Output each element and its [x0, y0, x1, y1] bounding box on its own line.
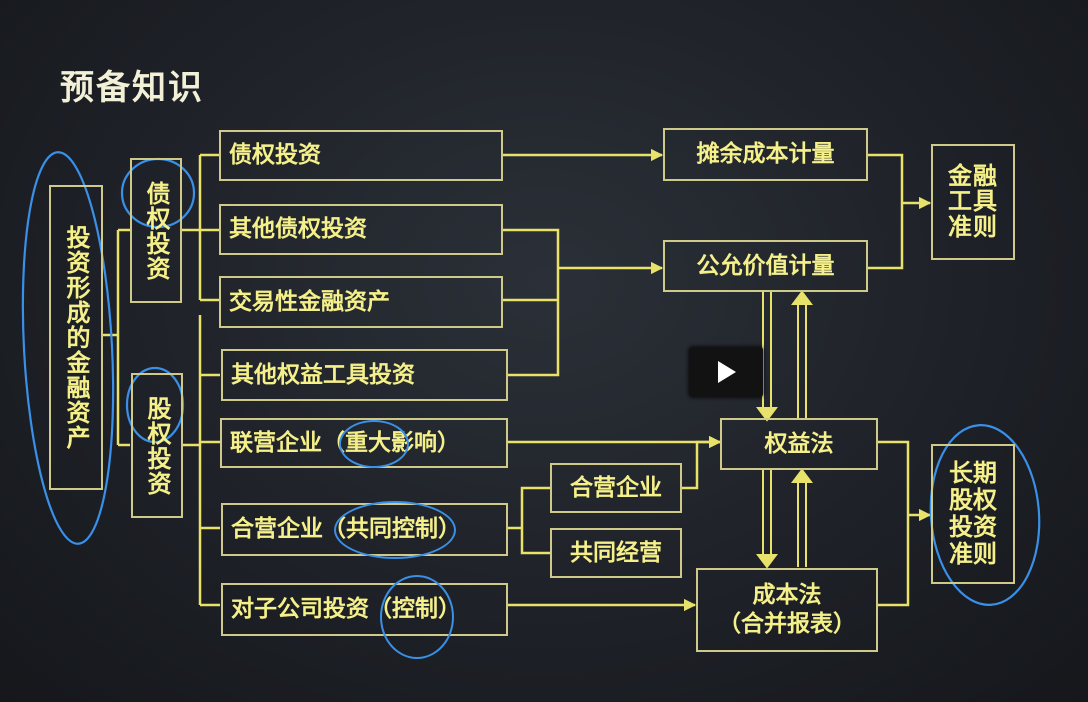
annotation-oval-root — [21, 151, 115, 545]
debt-category-node: 债权投资 — [130, 158, 182, 303]
arrow-equity-to-cost — [762, 470, 772, 557]
trading-asset-node: 交易性金融资产 — [219, 276, 503, 328]
other-equity-instrument-node: 其他权益工具投资 — [221, 349, 508, 401]
associate-prefix: 联营企业（ — [230, 429, 345, 456]
equity-category-label: 股权投资 — [143, 395, 171, 496]
associate-highlight: 重大影响 — [339, 419, 437, 468]
arrow-cost-to-equity — [797, 480, 807, 567]
other-bond-investment-label: 其他债权投资 — [229, 216, 367, 243]
fair-value-label: 公允价值计量 — [696, 252, 835, 279]
connector-to-fin-standard — [868, 153, 930, 270]
connector-joint-fork — [508, 486, 550, 555]
subsidiary-node: 对子公司投资（控制） — [221, 575, 508, 660]
subsidiary-prefix: 对子公司投资（ — [231, 596, 392, 623]
joint-venture-suffix: ） — [438, 516, 461, 543]
lt-standard-label: 长期股权投资准则 — [949, 459, 997, 568]
fair-value-node: 公允价值计量 — [663, 240, 868, 292]
other-equity-instrument-label: 其他权益工具投资 — [231, 361, 415, 388]
subsidiary-suffix: ） — [438, 596, 461, 623]
lt-standard-node: 长期股权投资准则 — [931, 444, 1015, 584]
equity-category-node: 股权投资 — [131, 373, 183, 518]
page-title: 预备知识 — [60, 68, 204, 108]
connector-root-to-categories — [102, 228, 130, 447]
fin-standard-node: 金融工具准则 — [931, 144, 1015, 260]
bond-investment-label: 债权投资 — [229, 142, 321, 169]
root-node: 投资形成的金融资产 — [49, 185, 103, 490]
connector-to-fair-value — [503, 228, 662, 377]
associate-suffix: ） — [437, 429, 460, 456]
joint-venture-prefix: 合营企业（ — [231, 516, 346, 543]
connector-debt-children — [181, 153, 220, 302]
debt-category-label: 债权投资 — [142, 180, 170, 281]
cost-method-label: 成本法 — [752, 582, 822, 609]
fin-standard-label: 金融工具准则 — [948, 162, 998, 241]
equity-method-node: 权益法 — [720, 418, 878, 470]
joint-operation-node: 共同经营 — [550, 528, 682, 578]
other-bond-investment-node: 其他债权投资 — [219, 204, 503, 255]
amortized-cost-label: 摊余成本计量 — [696, 141, 835, 168]
connector-to-lt-standard — [878, 440, 930, 607]
arrow-equity-to-fair — [797, 302, 807, 420]
connector-equity-children — [183, 315, 220, 607]
arrow-fair-to-equity — [762, 292, 772, 410]
joint-venture-node: 合营企业（共同控制） — [221, 501, 508, 560]
cost-method-node: 成本法 （合并报表） — [696, 568, 878, 652]
bond-investment-node: 债权投资 — [219, 130, 503, 181]
cost-method-sublabel: （合并报表） — [718, 611, 856, 637]
subsidiary-highlight: 控制 — [380, 575, 454, 660]
amortized-cost-node: 摊余成本计量 — [663, 128, 868, 181]
root-node-label: 投资形成的金融资产 — [62, 225, 90, 450]
joint-venture-highlight: 共同控制 — [334, 501, 456, 560]
jv-enterprise-node: 合营企业 — [550, 463, 682, 513]
joint-operation-label: 共同经营 — [570, 539, 662, 566]
trading-asset-label: 交易性金融资产 — [229, 288, 390, 315]
annotation-oval-equity — [125, 366, 185, 444]
associate-node: 联营企业（重大影响） — [220, 418, 508, 468]
arrow-jv-to-equity-method — [682, 435, 722, 490]
jv-enterprise-label: 合营企业 — [570, 474, 662, 501]
play-button[interactable] — [689, 347, 763, 397]
equity-method-label: 权益法 — [764, 430, 834, 457]
